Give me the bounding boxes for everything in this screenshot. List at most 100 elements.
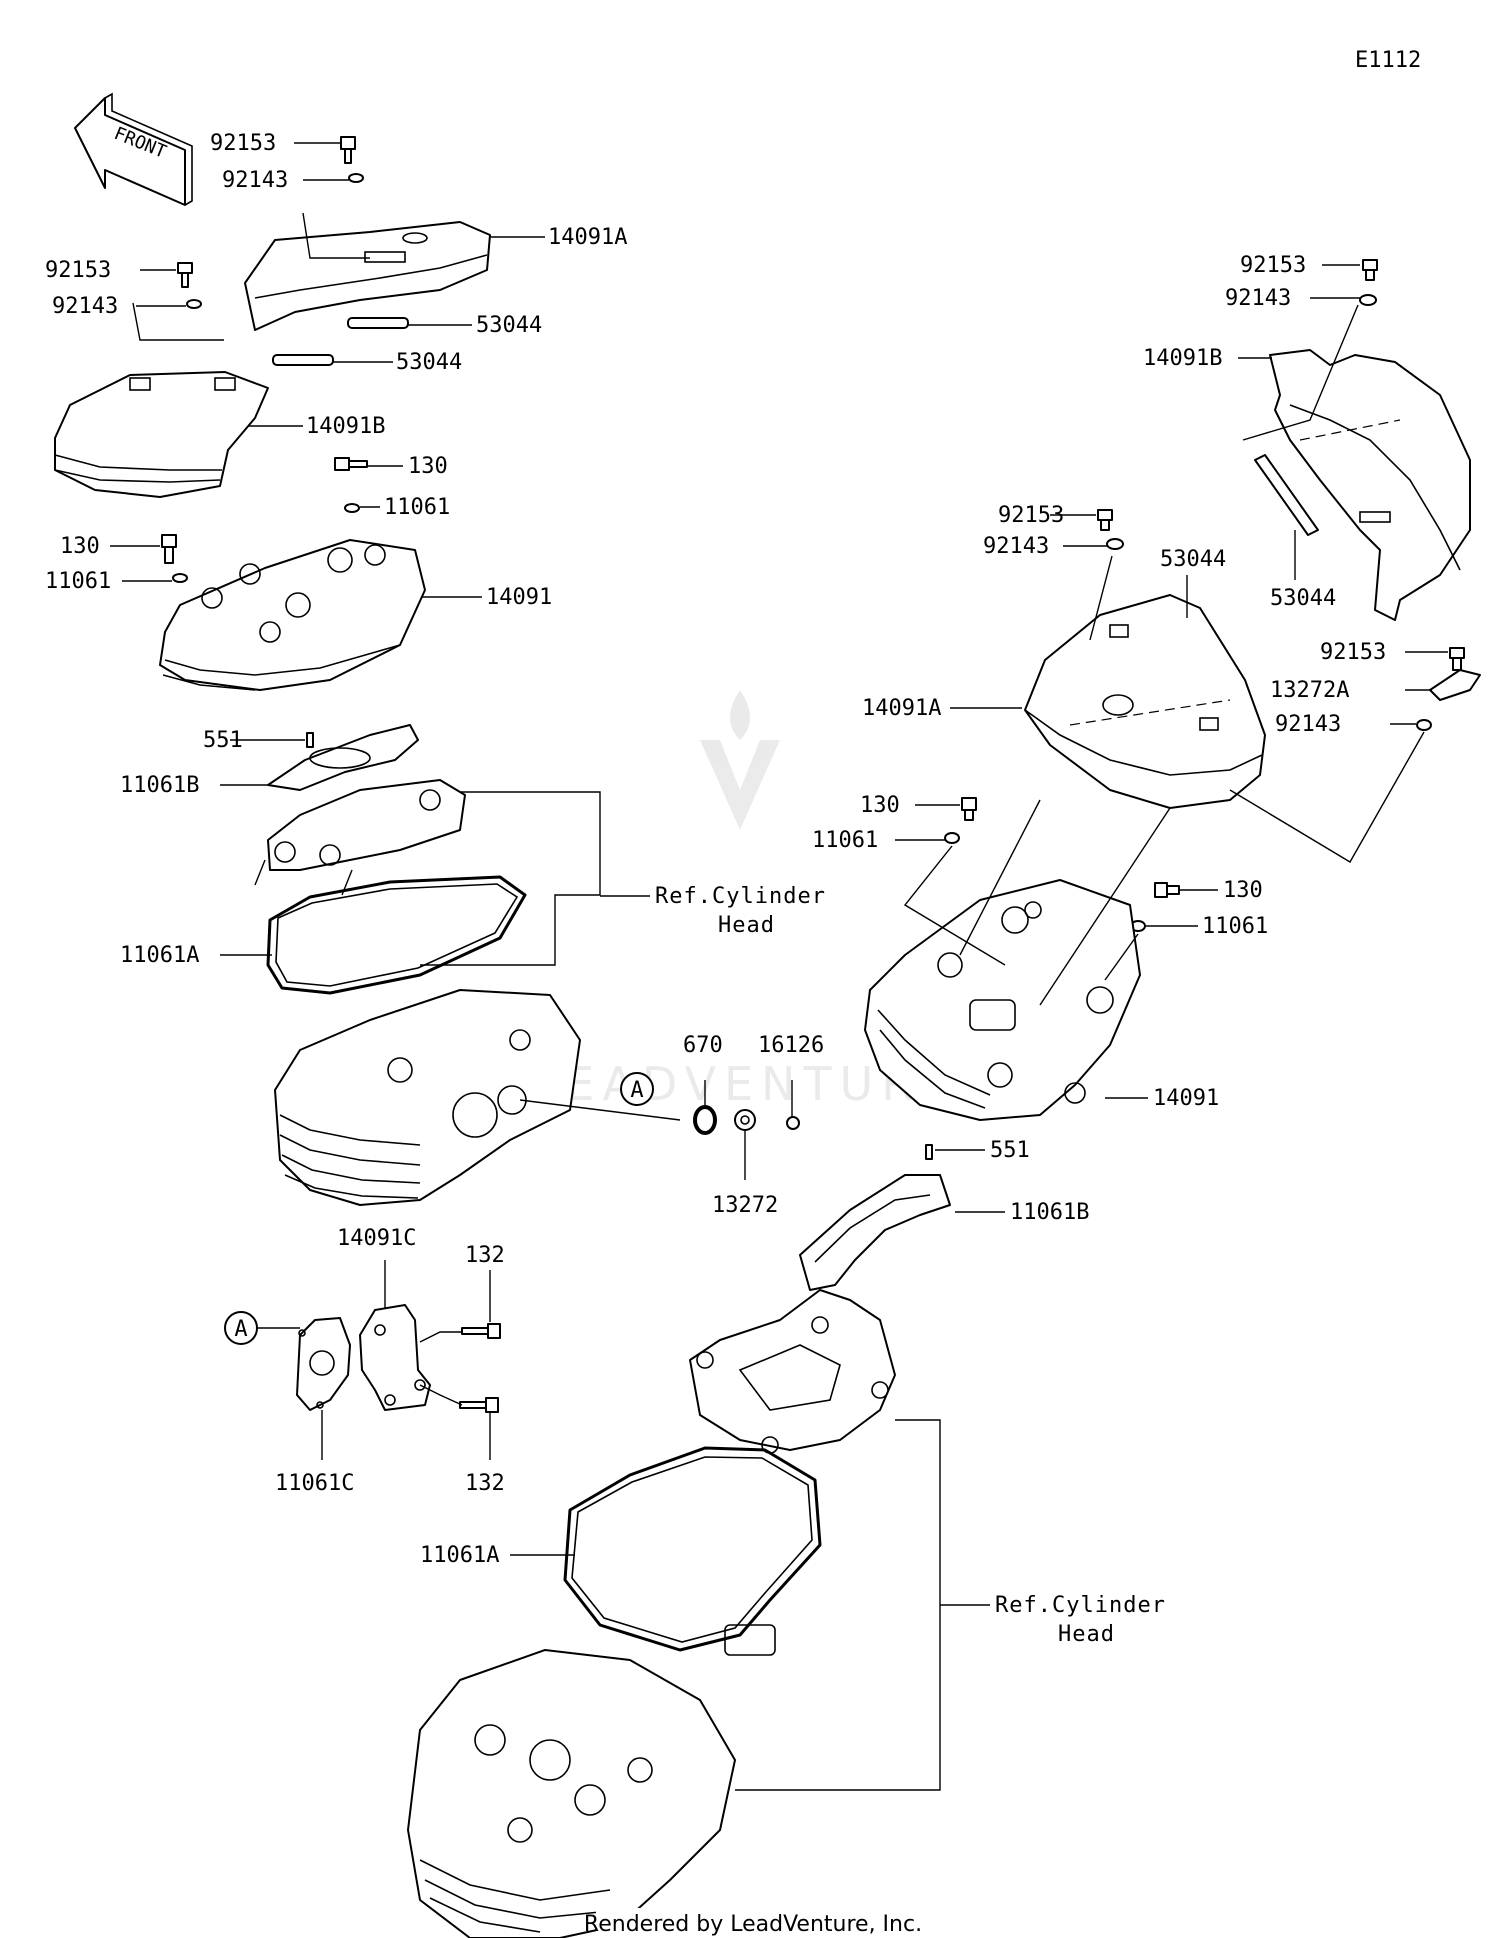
washer-11061-b (172, 573, 188, 583)
gasket-11061B-right (799, 1174, 951, 1291)
label-53044: 53044 (396, 350, 462, 375)
footer-credit: Rendered by LeadVenture, Inc. (584, 1912, 922, 1937)
washer-11061-c (944, 832, 960, 844)
gasket-11061A-right (563, 1446, 822, 1656)
bolt-92153-e (1449, 647, 1465, 671)
label-14091B: 14091B (306, 414, 385, 439)
bolt-132-b (459, 1397, 499, 1413)
gasket-11061C (296, 1317, 351, 1411)
bolt-130-d (1154, 882, 1180, 898)
label-92143: 92143 (1225, 286, 1291, 311)
label-130: 130 (860, 793, 900, 818)
label-132: 132 (465, 1243, 505, 1268)
label-16126: 16126 (758, 1033, 824, 1058)
label-11061: 11061 (45, 569, 111, 594)
washer-92143-c (1359, 294, 1377, 306)
rocker-cover-14091-left (159, 539, 426, 691)
leader-lines (110, 142, 1448, 1556)
washer-11061-a (344, 503, 360, 513)
pin-53044-b (272, 354, 334, 366)
ref-bracket-left (420, 791, 601, 966)
label-14091A: 14091A (548, 225, 627, 250)
label-130: 130 (1223, 878, 1263, 903)
label-13272: 13272 (712, 1193, 778, 1218)
watermark-logo (700, 690, 780, 830)
diagram-code: E1112 (1355, 48, 1421, 73)
bolt-92153-b (177, 262, 193, 288)
label-92143: 92143 (1275, 712, 1341, 737)
rocker-assembly-right (689, 1289, 896, 1454)
label-14091: 14091 (1153, 1086, 1219, 1111)
label-130: 130 (60, 534, 100, 559)
callout-a-cover-label: A (234, 1317, 247, 1342)
callout-a-head (620, 1072, 654, 1106)
label-92143: 92143 (983, 534, 1049, 559)
plug-16126 (786, 1116, 800, 1130)
front-arrow-icon: FRONT (74, 92, 193, 206)
label-ref-cylinder-head: Ref.Cylinder (655, 884, 826, 909)
bolt-130-c (961, 797, 977, 821)
washer-92143-b (186, 299, 202, 309)
label-92153: 92153 (210, 131, 276, 156)
cylinder-head-left (274, 989, 581, 1206)
pin-53044-a (347, 317, 409, 329)
label-13272A: 13272A (1270, 678, 1349, 703)
o-ring-670 (693, 1105, 717, 1135)
label-11061: 11061 (812, 828, 878, 853)
label-92153: 92153 (1240, 253, 1306, 278)
label-ref-cylinder-head-2: Head (718, 913, 775, 938)
label-11061: 11061 (384, 495, 450, 520)
label-130: 130 (408, 454, 448, 479)
label-53044: 53044 (1270, 586, 1336, 611)
label-92143: 92143 (222, 168, 288, 193)
label-92153: 92153 (998, 503, 1064, 528)
dowel-pin-551-a (306, 732, 314, 748)
part-labels: 92153 92143 14091A 53044 92153 92143 530… (45, 131, 1386, 1647)
label-92153: 92153 (45, 258, 111, 283)
bolt-92153-c (1362, 259, 1378, 281)
cover-14091B-right (1269, 349, 1471, 621)
label-11061A: 11061A (120, 943, 199, 968)
label-14091A: 14091A (862, 696, 941, 721)
gasket-11061B-left (267, 724, 419, 791)
label-92153: 92153 (1320, 640, 1386, 665)
gasket-11061A-left (266, 875, 527, 995)
rocker-assembly-left (254, 779, 466, 896)
washer-92143-e (1416, 719, 1432, 731)
cap-13272 (734, 1109, 756, 1131)
bolt-130-a (334, 457, 368, 471)
cover-14091B-left (54, 371, 269, 498)
washer-92143-d (1106, 538, 1124, 550)
label-11061C: 11061C (275, 1471, 354, 1496)
label-14091C: 14091C (337, 1226, 416, 1251)
label-ref-cylinder-head-2: Head (1058, 1622, 1115, 1647)
bolt-132-a (461, 1323, 501, 1339)
bolt-130-b (161, 534, 177, 564)
label-11061A: 11061A (420, 1543, 499, 1568)
label-14091B: 14091B (1143, 346, 1222, 371)
label-11061B: 11061B (1010, 1200, 1089, 1225)
cover-14091A-right (1024, 594, 1266, 809)
label-11061B: 11061B (120, 773, 199, 798)
label-53044: 53044 (476, 313, 542, 338)
label-ref-cylinder-head: Ref.Cylinder (995, 1593, 1166, 1618)
label-11061: 11061 (1202, 914, 1268, 939)
cylinder-head-right (407, 1649, 736, 1938)
label-53044: 53044 (1160, 547, 1226, 572)
bracket-13272A (1429, 669, 1481, 701)
label-92143: 92143 (52, 294, 118, 319)
label-551: 551 (203, 728, 243, 753)
label-132: 132 (465, 1471, 505, 1496)
rocker-cover-14091-right (864, 879, 1141, 1121)
dowel-pin-551-b (925, 1144, 933, 1160)
cover-14091C (359, 1304, 431, 1411)
pin-53044-c (1254, 454, 1319, 536)
washer-92143-a (348, 173, 364, 183)
callout-a-head-label: A (630, 1078, 643, 1103)
label-551: 551 (990, 1138, 1030, 1163)
label-14091: 14091 (486, 585, 552, 610)
bolt-92153-d (1097, 509, 1113, 531)
cover-14091A-left (244, 221, 491, 331)
